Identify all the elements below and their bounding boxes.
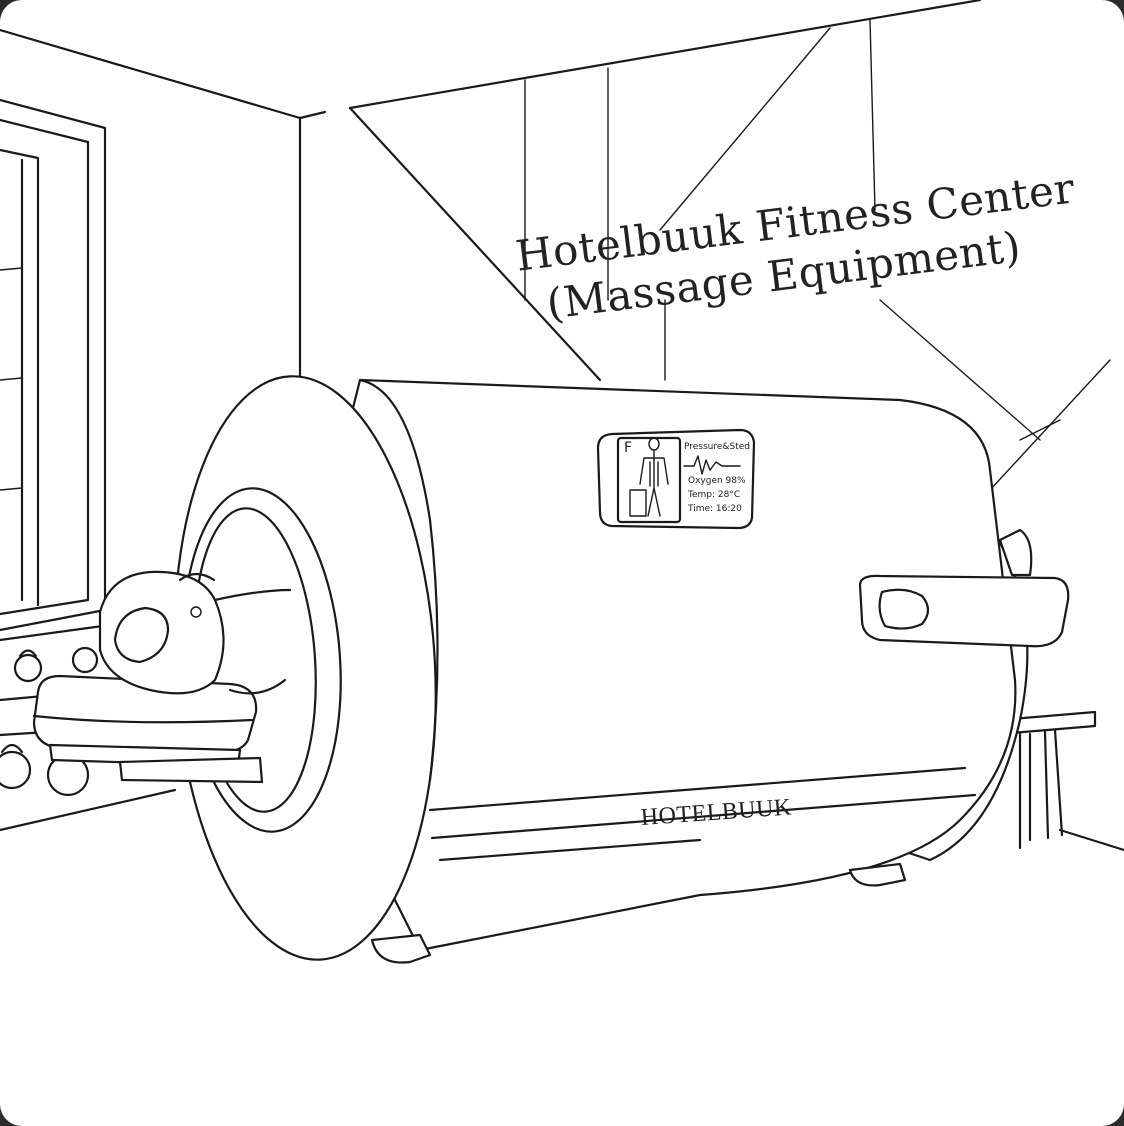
person-on-headrest (32, 570, 292, 784)
panel-row-temp: Temp: 28°C (688, 490, 741, 500)
bench (998, 710, 1097, 850)
massage-machine (173, 375, 1070, 964)
room-walls (0, 0, 1124, 852)
panel-row-oxygen: Oxygen 98% (688, 476, 746, 486)
panel-side-letter: F (624, 440, 633, 456)
window (0, 98, 107, 632)
panel-header: Pressure&Sted (684, 442, 750, 452)
panel-row-time: Time: 16:20 (688, 504, 742, 514)
